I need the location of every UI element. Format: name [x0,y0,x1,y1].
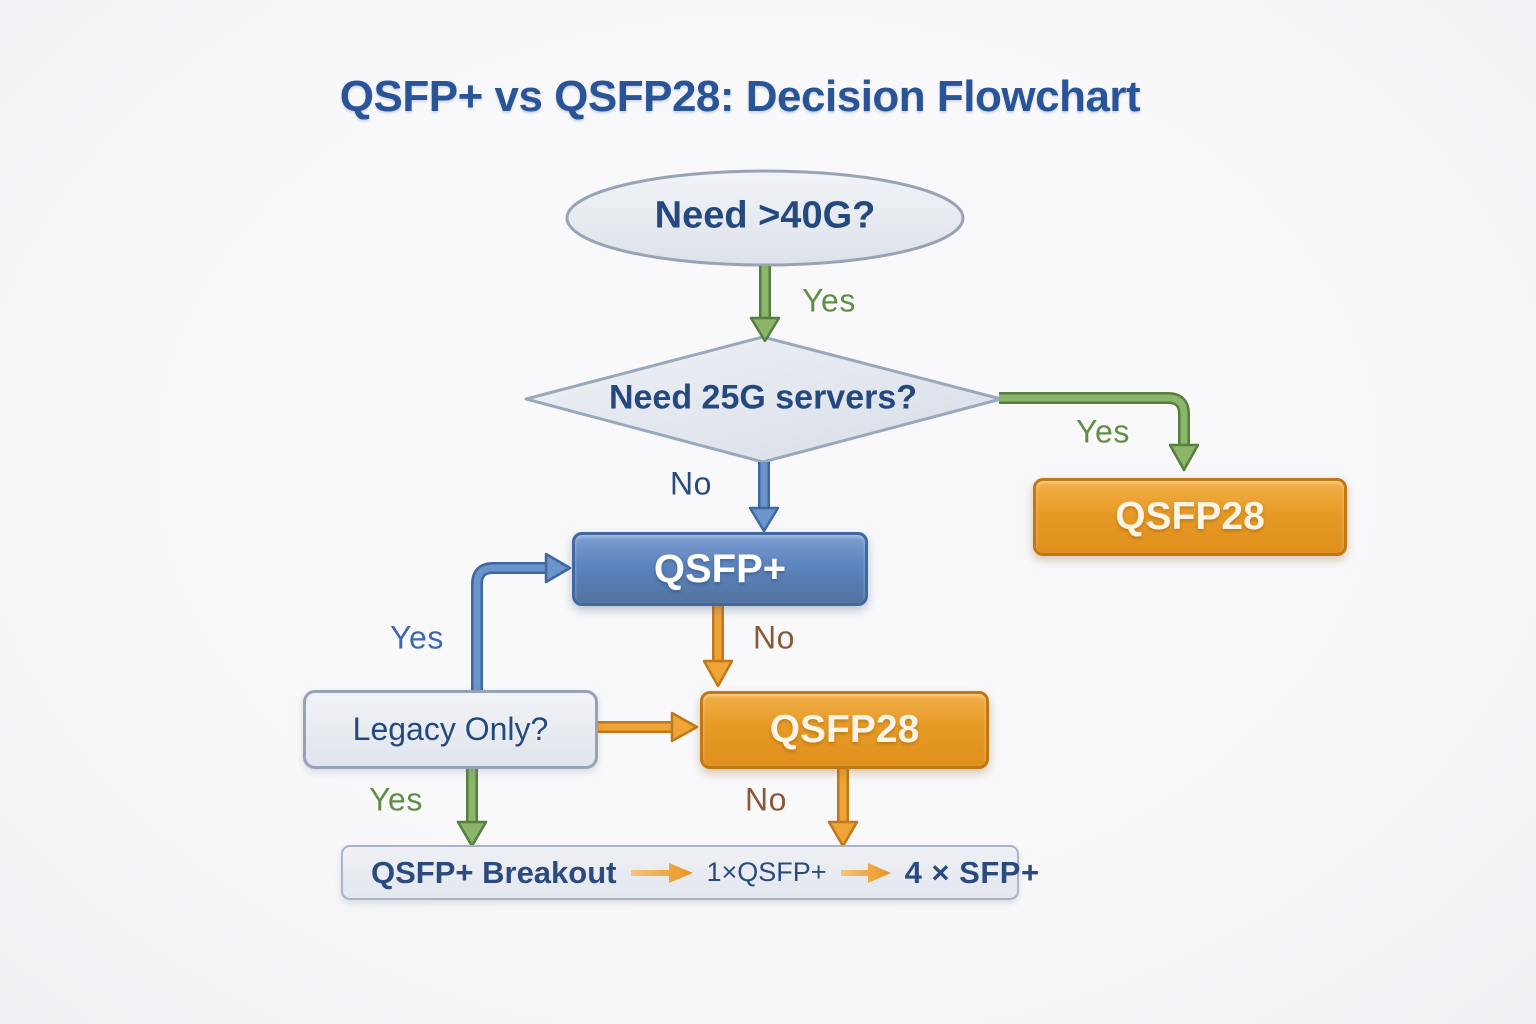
breakout-title-label: QSFP+ Breakout [371,854,617,890]
edge-need25g-yes-arrow [999,392,1200,472]
breakout-step2-label: 4 × SFP+ [904,854,1040,890]
edge-label-need25g-no: No [670,465,712,502]
qsfp28-mid-node: QSFP28 [700,691,989,769]
edge-label-need25g-yes: Yes [1076,413,1130,450]
legacy-label: Legacy Only? [352,711,549,747]
edge-legacy-down-yes-arrow [456,767,488,848]
edge-start-yes-arrow [749,266,781,343]
edge-qsfp28-down-no-arrow [827,767,859,848]
legacy-node: Legacy Only? [303,690,598,769]
decision-node-label: Need 25G servers? [608,378,918,417]
edge-label-qsfp-plus-no: No [753,619,795,656]
edge-need25g-no-arrow [748,462,780,533]
arrow-shaft [473,564,547,690]
arrow-right-icon [840,862,891,883]
arrow-shaft [471,562,547,690]
arrow-head [748,506,780,533]
arrow-head [670,711,699,743]
edge-label-start-yes: Yes [802,282,856,319]
edge-label-legacy-down-yes: Yes [369,781,423,818]
arrow-head [544,552,572,584]
qsfp-plus-node: QSFP+ [572,532,868,606]
edge-legacy-up-yes-arrow [471,552,572,690]
breakout-step1-label: 1×QSFP+ [706,857,827,887]
arrow-right-icon [630,862,693,883]
start-node-label: Need >40G? [654,194,876,237]
edge-label-legacy-up-yes: Yes [390,619,444,656]
qsfp28-top-node: QSFP28 [1033,478,1347,556]
breakout-bar-node: QSFP+ Breakout 1×QSFP+ 4 × SFP+ [341,845,1039,900]
page-title: QSFP+ vs QSFP28: Decision Flowchart [339,72,1141,121]
arrow-head [1168,443,1200,472]
arrow-head [827,820,859,848]
arrow-head [702,659,734,688]
arrow-shaft [999,394,1188,447]
arrow-head [749,316,781,343]
edge-qsfp-plus-no-arrow [702,604,734,688]
qsfp28-mid-label: QSFP28 [769,708,920,751]
edge-legacy-to-qsfp28-arrow [594,711,699,743]
arrow-head [456,820,488,848]
edge-label-qsfp28-down-no: No [745,781,787,818]
qsfp-plus-label: QSFP+ [653,546,787,591]
start-node-shape [565,169,965,267]
qsfp28-top-label: QSFP28 [1115,495,1265,538]
